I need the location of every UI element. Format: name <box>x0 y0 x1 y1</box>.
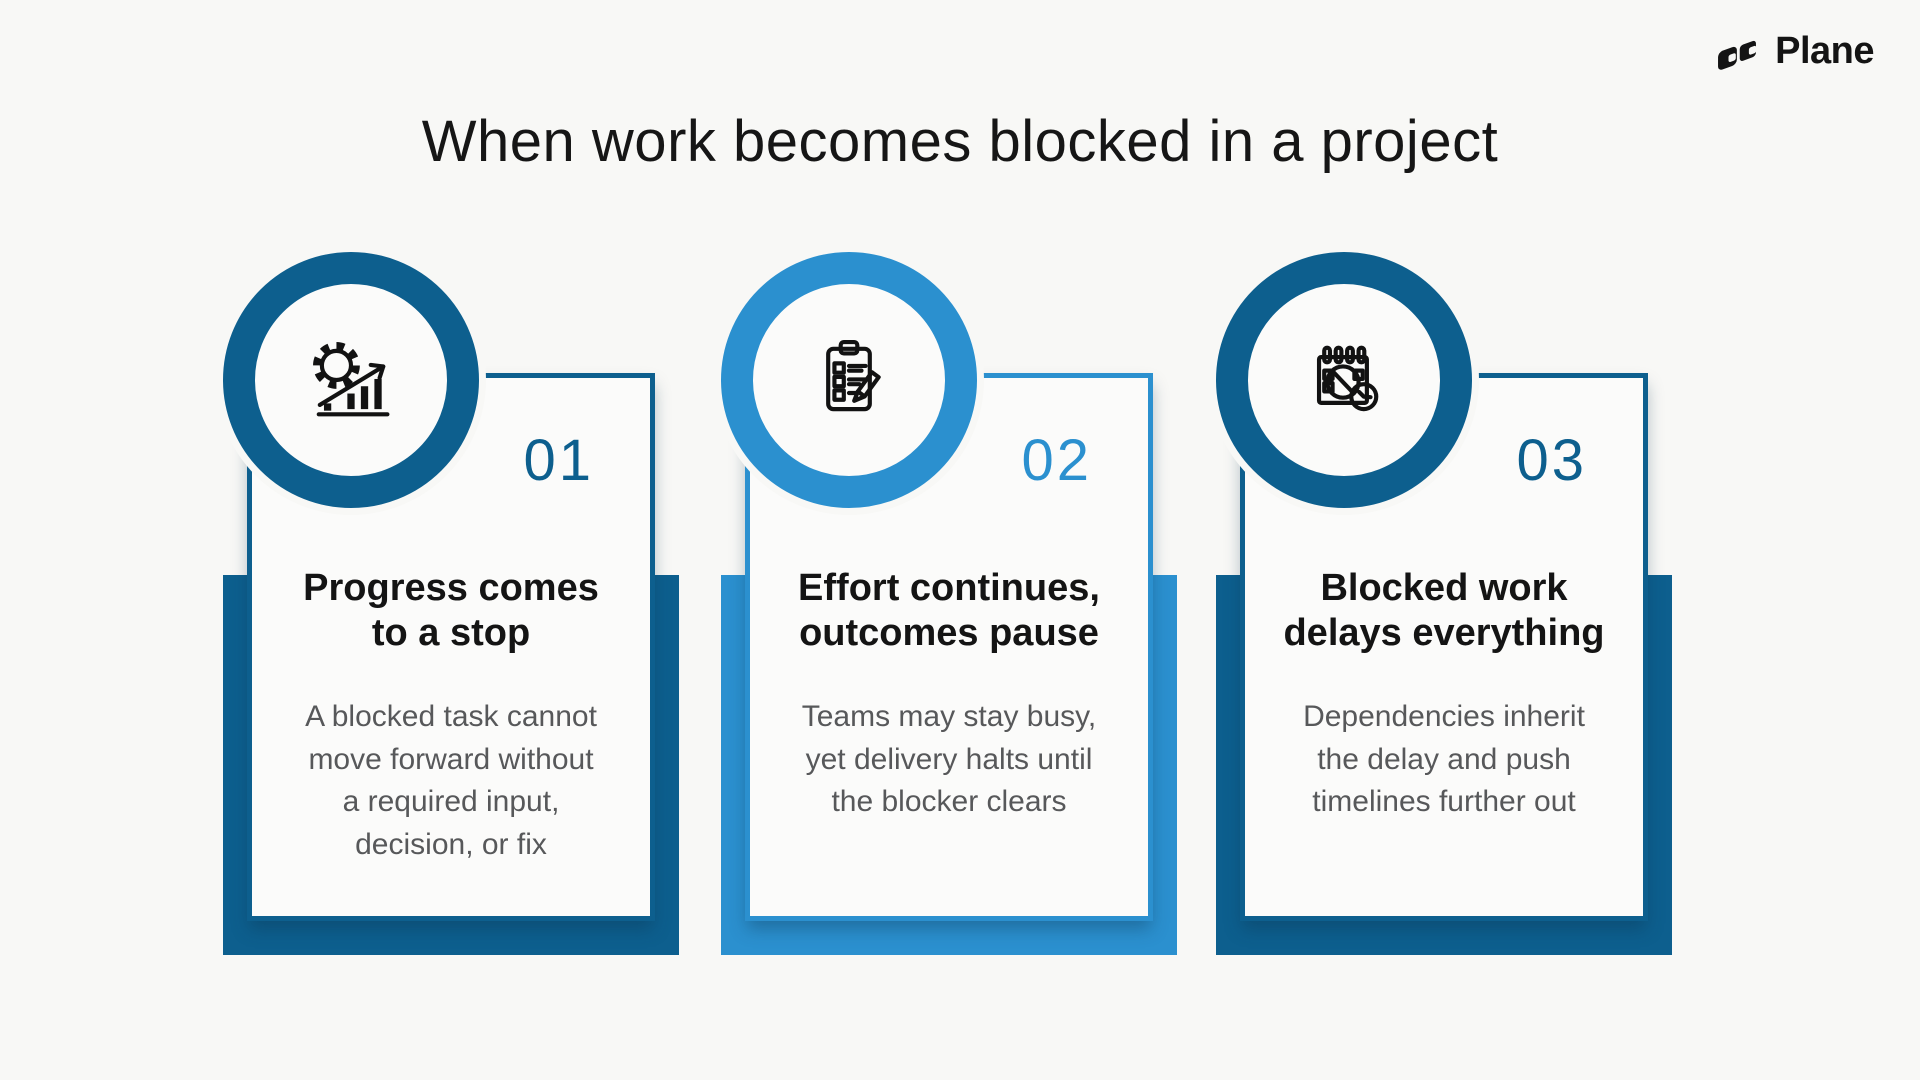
step-icon-circle <box>223 252 479 508</box>
step-title: Effort continues, outcomes pause <box>798 567 1100 654</box>
step-description: Teams may stay busy, yet delivery halts … <box>801 700 1097 819</box>
step-icon-circle <box>721 252 977 508</box>
step-card-2: 02 Effort continues, outcomes pause Team… <box>721 252 1177 955</box>
plane-logo-icon <box>1718 38 1759 70</box>
calendar-blocked-clock-icon <box>1316 345 1379 412</box>
step-title: Progress comes to a stop <box>303 567 599 654</box>
step-description: Dependencies inherit the delay and push … <box>1303 700 1585 819</box>
step-icon-circle <box>1216 252 1472 508</box>
step-number: 03 <box>1516 428 1587 493</box>
step-card-3: 03 Blocked work delays everything Depend… <box>1216 252 1672 955</box>
step-title: Blocked work delays everything <box>1283 567 1605 654</box>
plane-logo-text: Plane <box>1775 29 1874 72</box>
checklist-pencil-icon <box>826 339 881 412</box>
growth-gear-icon <box>313 342 390 417</box>
plane-logo: Plane <box>1715 28 1874 74</box>
step-description: A blocked task cannot move forward witho… <box>305 700 597 861</box>
page-title: When work becomes blocked in a project <box>421 109 1499 174</box>
step-number: 02 <box>1021 428 1092 493</box>
step-number: 01 <box>523 428 594 493</box>
step-card-1: 01 Progress comes to a stop A blocked ta… <box>223 252 679 955</box>
